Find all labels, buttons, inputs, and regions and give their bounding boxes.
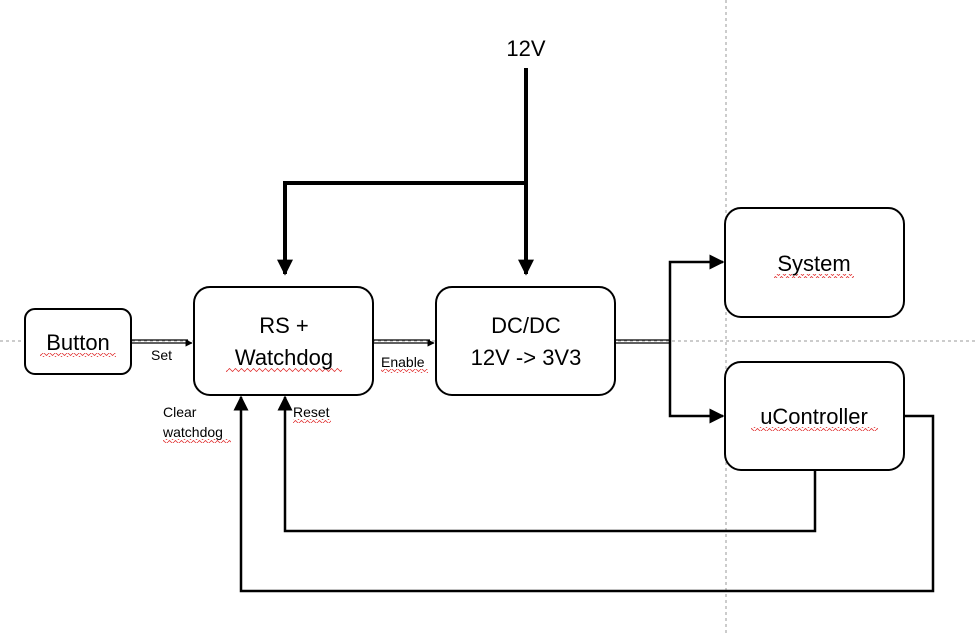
enable-signal-label: Enable [381, 354, 425, 370]
supply-label: 12V [506, 36, 545, 61]
spellcheck-underline-system [774, 274, 854, 278]
dcdc-block [435, 286, 616, 396]
system-block [724, 207, 905, 318]
spellcheck-underline-watchdog-label [163, 439, 231, 443]
reset-signal-label: Reset [293, 404, 330, 420]
to-ucontroller-line [668, 341, 725, 424]
clear-watchdog-feedback-line [233, 395, 935, 593]
ucontroller-label: uController [760, 404, 868, 429]
dcdc-label-line2: 12V -> 3V3 [471, 345, 582, 370]
supply-branch-line [277, 181, 526, 276]
clear-watchdog-label-line1: Clear [163, 404, 197, 420]
dcdc-label-line1: DC/DC [491, 313, 561, 338]
spellcheck-underline-reset [293, 419, 331, 423]
rs-watchdog-block [193, 286, 374, 396]
reset-feedback-line [277, 395, 817, 533]
rs-watchdog-label-line1: RS + [259, 313, 309, 338]
spellcheck-underline-ucontroller [751, 427, 878, 431]
spellcheck-underline-button [40, 353, 116, 357]
system-label: System [777, 251, 850, 276]
button-block [24, 308, 132, 375]
set-signal-label: Set [151, 347, 172, 363]
spellcheck-underline-enable [381, 369, 428, 373]
to-system-line [668, 254, 725, 341]
clear-watchdog-label-line2: watchdog [162, 424, 223, 440]
rs-watchdog-label-line2: Watchdog [235, 345, 333, 370]
spellcheck-underline-watchdog [226, 368, 342, 372]
button-label: Button [46, 330, 110, 355]
